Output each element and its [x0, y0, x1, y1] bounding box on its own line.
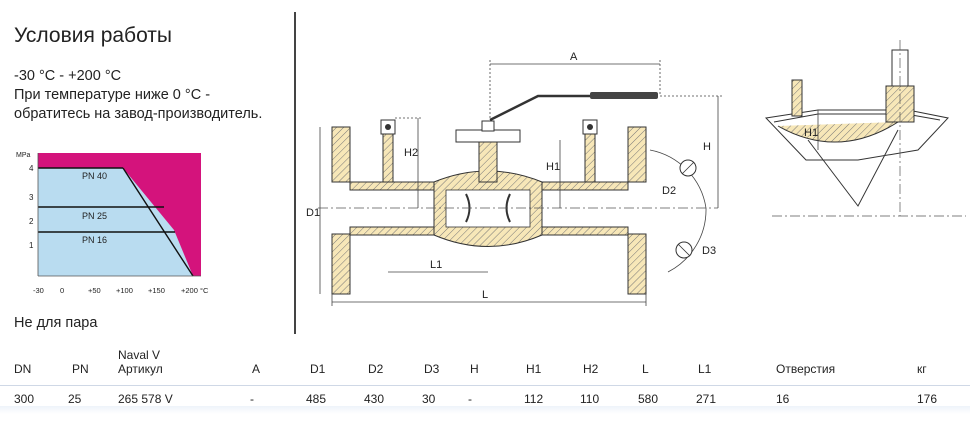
table-rule [0, 385, 970, 386]
manufacturer-note: обратитесь на завод-производитель. [14, 106, 263, 122]
right-flange-top [627, 126, 647, 183]
y-tick-label: 2 [29, 217, 34, 226]
table-super-header: Naval V [118, 348, 161, 362]
y-tick-label: 3 [29, 193, 34, 202]
header-holes: Отверстия [776, 362, 836, 376]
dim-label-d1: D1 [306, 207, 320, 219]
x-tick-label: +50 [88, 286, 101, 295]
cell-kg: 176 [917, 392, 938, 406]
header-d3: D3 [424, 362, 440, 376]
valve-top-flange [455, 129, 521, 143]
x-tick-label: 0 [60, 286, 64, 295]
temperature-range: -30 °C - +200 °C [14, 68, 122, 84]
y-unit-label: MPa [16, 152, 31, 159]
cell-article: 265 578 V [118, 392, 173, 406]
header-l1: L1 [698, 362, 712, 376]
cell-l1: 271 [696, 392, 717, 406]
cell-d2: 430 [364, 392, 385, 406]
header-a: A [252, 362, 261, 376]
header-l: L [642, 362, 649, 376]
dim-label-h1: H1 [546, 161, 560, 173]
cell-h2: 110 [580, 392, 600, 406]
welded-port-detail [764, 40, 966, 217]
cell-h1: 112 [524, 392, 544, 406]
cell-holes: 16 [776, 392, 790, 406]
header-article: Артикул [118, 362, 163, 376]
dim-label-a: A [570, 51, 578, 63]
valve-handle [489, 94, 658, 122]
header-d1: D1 [310, 362, 326, 376]
handle-grip [590, 92, 658, 99]
series-label-pn40: PN 40 [82, 171, 107, 181]
cell-dn: 300 [14, 392, 35, 406]
y-tick-label: 1 [29, 241, 34, 250]
dim-label-l: L [482, 289, 488, 301]
header-h: H [470, 362, 479, 376]
left-flange-top [331, 126, 351, 183]
detail-dim-label-h1: H1 [804, 127, 818, 139]
dim-label-d2: D2 [662, 185, 676, 197]
table-row: 300 25 265 578 V - 485 430 30 - 112 110 … [0, 392, 970, 412]
header-d2: D2 [368, 362, 384, 376]
dim-label-h: H [703, 141, 711, 153]
cell-d3: 30 [422, 392, 436, 406]
cell-d1: 485 [306, 392, 327, 406]
x-tick-label: -30 [33, 286, 44, 295]
dim-label-h2: H2 [404, 147, 418, 159]
x-tick-label: +200 °C [181, 286, 209, 295]
y-tick-label: 4 [29, 164, 34, 173]
left-flange-bottom [331, 233, 351, 295]
header-h1: H1 [526, 362, 542, 376]
valve-stem [478, 139, 498, 183]
header-pn: PN [72, 362, 89, 376]
cell-pn: 25 [68, 392, 82, 406]
x-tick-label: +150 [148, 286, 165, 295]
cell-a: - [250, 392, 254, 406]
dim-label-d3: D3 [702, 245, 716, 257]
x-tick-label: +100 [116, 286, 133, 295]
page-title: Условия работы [14, 24, 173, 47]
header-kg: кг [917, 362, 927, 376]
cell-l: 580 [638, 392, 659, 406]
chart-allowed-area [38, 168, 193, 276]
header-dn: DN [14, 362, 32, 376]
pressure-temperature-chart: MPa 4 3 2 1 -30 0 +50 +100 +150 +200 °C … [16, 152, 209, 295]
header-h2: H2 [583, 362, 599, 376]
pn40-slope [122, 167, 194, 277]
valve-drawing: A H H1 H2 D1 D2 D3 L1 L H1 [306, 40, 966, 306]
left-drain-port [380, 119, 396, 183]
dim-label-l1: L1 [430, 259, 442, 271]
right-drain-port [582, 119, 598, 183]
table-header-row: DN PN Артикул A D1 D2 D3 H H1 H2 L L1 От… [0, 362, 970, 382]
vertical-divider [294, 12, 296, 334]
steam-warning: Не для пара [14, 315, 98, 331]
series-label-pn16: PN 16 [82, 235, 107, 245]
stem-nut [481, 120, 495, 132]
ball-bore [445, 189, 531, 228]
low-temperature-note: При температуре ниже 0 °C - [14, 87, 211, 103]
cell-h: - [468, 392, 472, 406]
table-row-shade [0, 406, 970, 414]
series-label-pn25: PN 25 [82, 211, 107, 221]
right-flange-bottom [627, 233, 647, 295]
